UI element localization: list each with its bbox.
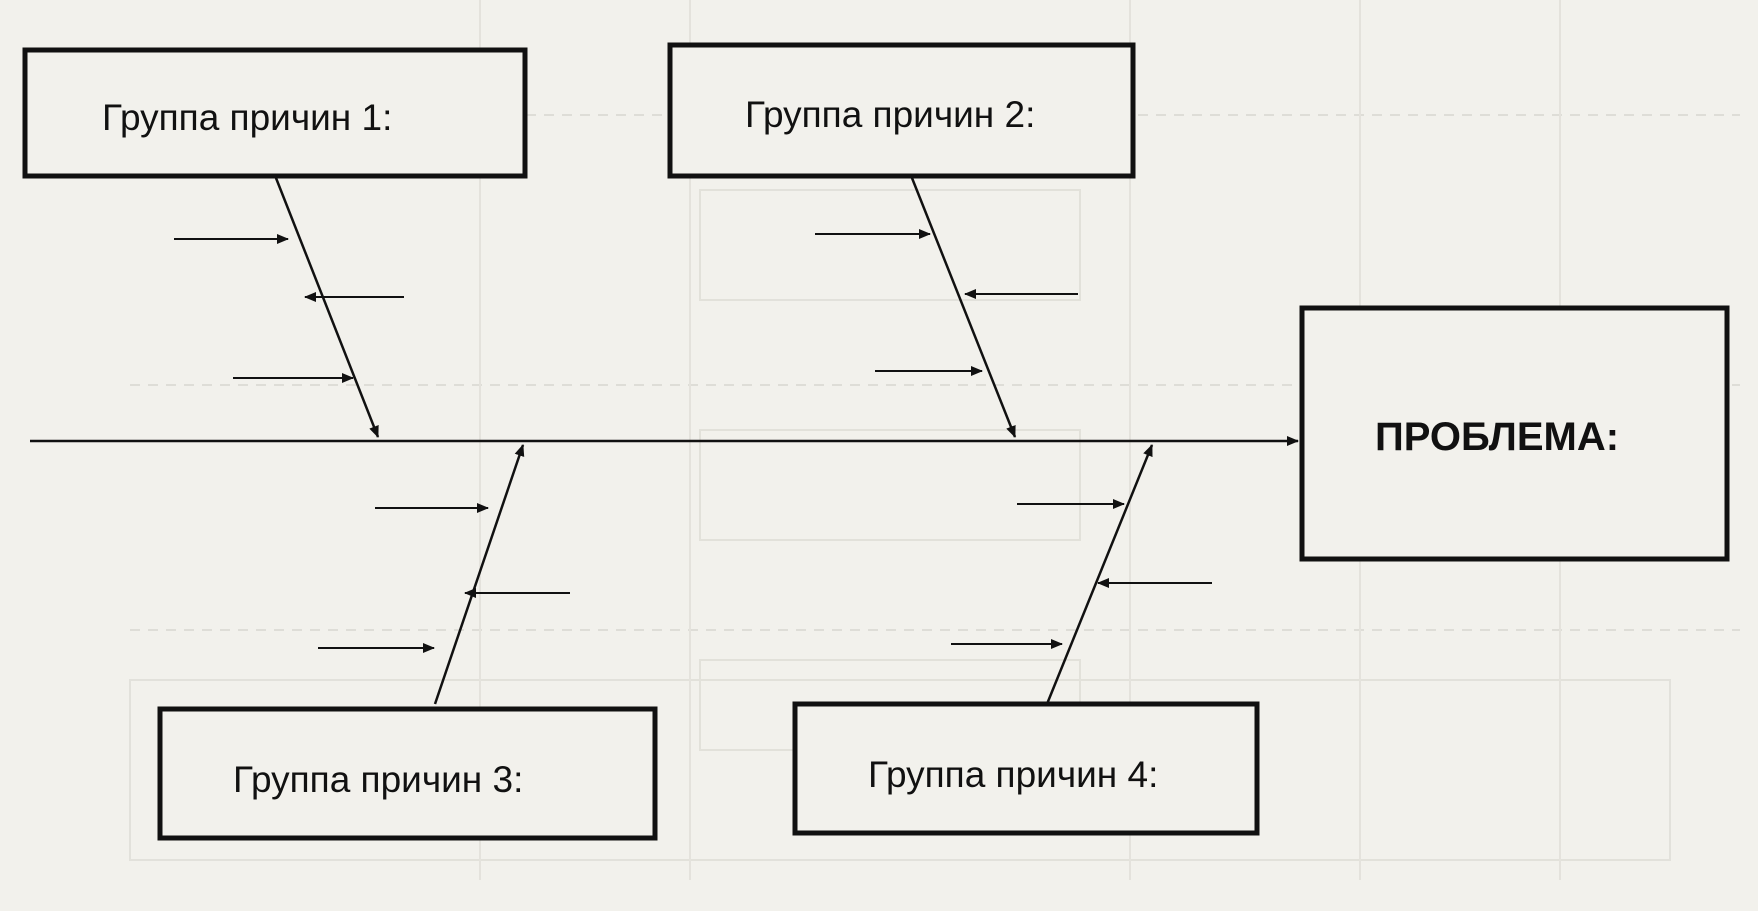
bone-2 [910, 177, 1017, 438]
bone-1 [274, 177, 380, 438]
cause-group-4-label: Группа причин 4: [868, 754, 1158, 795]
bone-4 [1045, 444, 1154, 705]
cause-group-1-label: Группа причин 1: [102, 97, 392, 138]
cause-group-1-box: Группа причин 1: [22, 47, 528, 179]
bone-3 [433, 444, 525, 705]
cause-group-2-label: Группа причин 2: [745, 94, 1035, 135]
problem-label: ПРОБЛЕМА: [1375, 415, 1619, 459]
cause-group-2-box: Группа причин 2: [667, 42, 1136, 179]
cause-group-3-box: Группа причин 3: [157, 706, 658, 841]
cause-group-4-box: Группа причин 4: [792, 701, 1260, 836]
problem-box: ПРОБЛЕМА: [1299, 305, 1730, 562]
cause-group-3-label: Группа причин 3: [233, 759, 523, 800]
